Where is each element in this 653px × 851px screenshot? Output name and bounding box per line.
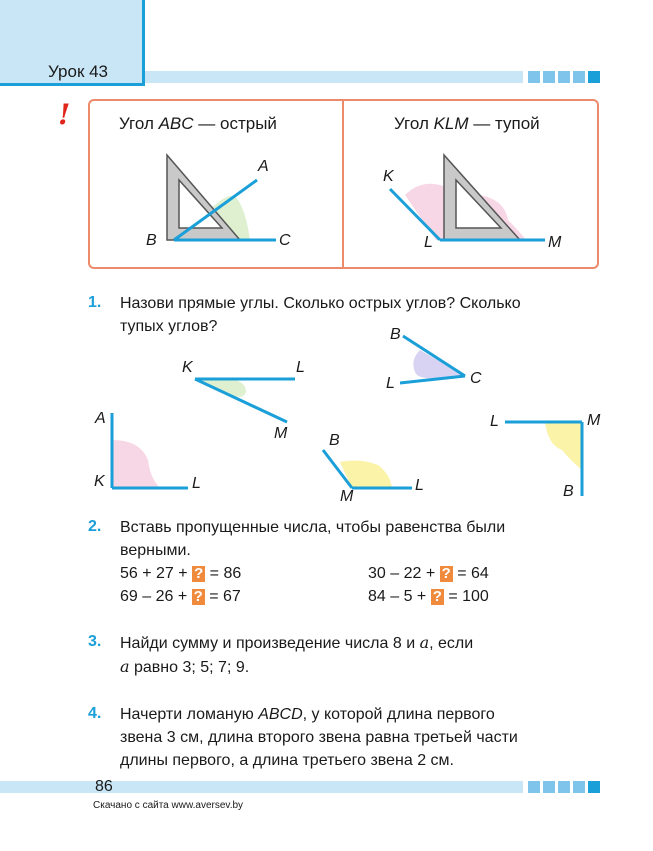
- task-3-text: Найди сумму и произведение числа 8 и a, …: [120, 633, 474, 676]
- unknown-box: ?: [430, 588, 444, 605]
- point-label: K: [383, 168, 394, 185]
- point-label: L: [192, 475, 201, 492]
- angle-akl: [110, 413, 188, 490]
- point-label: A: [95, 410, 106, 427]
- obtuse-caption: Угол KLM — тупой: [394, 114, 540, 133]
- point-label: L: [424, 234, 433, 251]
- obtuse-angle-figure: [388, 153, 545, 242]
- point-label: K: [94, 473, 105, 490]
- point-label: M: [587, 412, 601, 429]
- angle-lmb: [505, 420, 584, 496]
- task-number: 1.: [88, 294, 102, 311]
- point-label: B: [563, 483, 574, 500]
- bottom-band: [0, 781, 88, 793]
- unknown-box: ?: [439, 565, 453, 582]
- lesson-label: Урок 43: [48, 62, 109, 81]
- point-label: B: [146, 232, 157, 249]
- equation: 56 + 27 + ? = 86: [120, 565, 242, 582]
- band-square: [588, 781, 600, 793]
- point-label: B: [329, 432, 340, 449]
- task-number: 3.: [88, 633, 102, 650]
- acute-angle-figure: [166, 152, 276, 242]
- band-square: [528, 71, 540, 83]
- band-square: [543, 71, 555, 83]
- band-square: [528, 781, 540, 793]
- point-label: M: [548, 234, 562, 251]
- point-label: L: [490, 413, 499, 430]
- point-label: M: [274, 425, 288, 442]
- point-label: A: [258, 158, 269, 175]
- footer-source: Скачано с сайта www.aversev.by: [93, 800, 244, 811]
- lesson-tab: [0, 0, 145, 86]
- task-4-text: Начерти ломаную ABCD, у которой длина пе…: [120, 706, 518, 769]
- band-square: [558, 71, 570, 83]
- angle-klm: [194, 377, 295, 424]
- exclamation-icon: !: [58, 98, 71, 131]
- unknown-box: ?: [192, 565, 206, 582]
- point-label: L: [415, 477, 424, 494]
- point-label: B: [390, 326, 401, 343]
- point-label: M: [340, 488, 354, 505]
- page-number: 86: [95, 778, 113, 795]
- equation: 69 – 26 + ? = 67: [120, 588, 241, 605]
- bottom-band: [88, 781, 523, 793]
- band-square: [588, 71, 600, 83]
- task-number: 2.: [88, 518, 102, 535]
- acute-caption: Угол ABC — острый: [119, 114, 277, 133]
- band-square: [573, 781, 585, 793]
- equation: 84 – 5 + ? = 100: [368, 588, 489, 605]
- rule-divider: [342, 99, 344, 269]
- top-band: [145, 71, 523, 83]
- unknown-box: ?: [191, 588, 205, 605]
- point-label: K: [182, 359, 193, 376]
- angle-bml: [321, 449, 412, 490]
- point-label: C: [279, 232, 291, 249]
- task-number: 4.: [88, 705, 102, 722]
- band-square: [558, 781, 570, 793]
- band-square: [543, 781, 555, 793]
- point-label: L: [296, 359, 305, 376]
- point-label: C: [470, 370, 482, 387]
- point-label: L: [386, 375, 395, 392]
- equation: 30 – 22 + ? = 64: [368, 565, 489, 582]
- band-square: [573, 71, 585, 83]
- task-2-text: Вставь пропущенные числа, чтобы равенств…: [120, 519, 506, 559]
- angle-bcl: [399, 334, 466, 385]
- task-1-text: Назови прямые углы. Сколько острых углов…: [120, 295, 521, 335]
